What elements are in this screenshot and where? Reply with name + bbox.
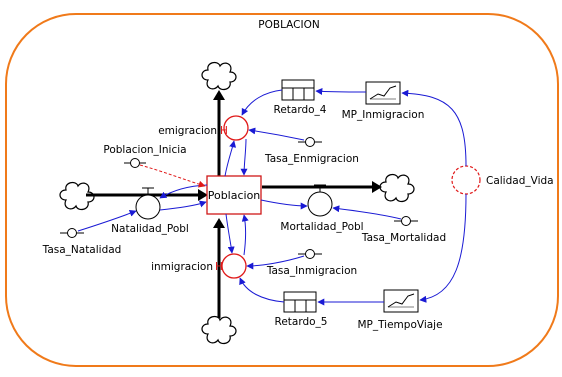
rate-natalidad-pobl[interactable]: Natalidad_Pobl	[111, 187, 189, 235]
converter-tasa-natalidad[interactable]: Tasa_Natalidad	[42, 228, 122, 257]
delay-retardo-5[interactable]: Retardo_5	[275, 291, 328, 328]
converter-poblacion-inicial[interactable]: Poblacion_Inicia	[103, 144, 187, 168]
sector-title: POBLACION	[258, 19, 319, 31]
rate-inmigracion-label: inmigracion	[151, 261, 213, 273]
rate-emigracion-label: emigracion	[158, 125, 217, 137]
converter-tasa-enmigracion[interactable]: Tasa_Enmigracion	[264, 137, 359, 166]
converter-poblacion-inicial-label: Poblacion_Inicia	[103, 144, 186, 156]
cloud-left-icon	[59, 181, 95, 211]
delay-retardo-5-label: Retardo_5	[275, 316, 328, 328]
rate-emigracion[interactable]: emigracion H	[158, 115, 249, 141]
connectors	[77, 87, 467, 306]
converter-tasa-mortalidad-label: Tasa_Mortalidad	[361, 232, 446, 244]
converter-tasa-enmigracion-label: Tasa_Enmigracion	[264, 153, 359, 165]
cloud-right-icon	[379, 173, 415, 203]
delay-retardo-4-label: Retardo_4	[274, 104, 327, 116]
converter-calidad-vida[interactable]: Calidad_Vida	[451, 165, 554, 195]
converter-tasa-natalidad-label: Tasa_Natalidad	[42, 244, 122, 256]
rate-emigracion-marker: H	[220, 125, 228, 137]
rate-inmigracion-marker: H	[215, 261, 223, 273]
rate-mortalidad-label: Mortalidad_Pobl	[280, 221, 363, 233]
flow-pipes	[86, 90, 382, 318]
rate-inmigracion[interactable]: inmigracion H	[151, 253, 247, 279]
converter-tasa-mortalidad[interactable]: Tasa_Mortalidad	[361, 216, 446, 245]
lookup-mp-tiempoviaje-label: MP_TiempoViaje	[357, 319, 442, 331]
converter-calidad-vida-label: Calidad_Vida	[486, 175, 554, 187]
svg-text:Poblacion: Poblacion	[208, 189, 261, 202]
cloud-bottom-icon	[201, 315, 237, 345]
lookup-mp-tiempoviaje[interactable]: MP_TiempoViaje	[357, 289, 443, 331]
initial-value-link	[139, 164, 206, 188]
delay-retardo-4[interactable]: Retardo_4	[274, 79, 327, 116]
lookup-mp-inmigracion-label: MP_Inmigracion	[342, 109, 425, 121]
converter-tasa-inmigracion-label: Tasa_Inmigracion	[266, 265, 357, 277]
cloud-top-icon	[201, 61, 237, 91]
converter-tasa-inmigracion[interactable]: Tasa_Inmigracion	[266, 249, 357, 278]
lookup-mp-inmigracion[interactable]: MP_Inmigracion	[342, 81, 425, 121]
rate-natalidad-label: Natalidad_Pobl	[111, 223, 189, 235]
stock-poblacion[interactable]: Poblacion	[206, 175, 262, 215]
rate-mortalidad-pobl[interactable]: Mortalidad_Pobl	[280, 184, 364, 233]
sector-poblacion[interactable]: POBLACION	[5, 13, 559, 367]
